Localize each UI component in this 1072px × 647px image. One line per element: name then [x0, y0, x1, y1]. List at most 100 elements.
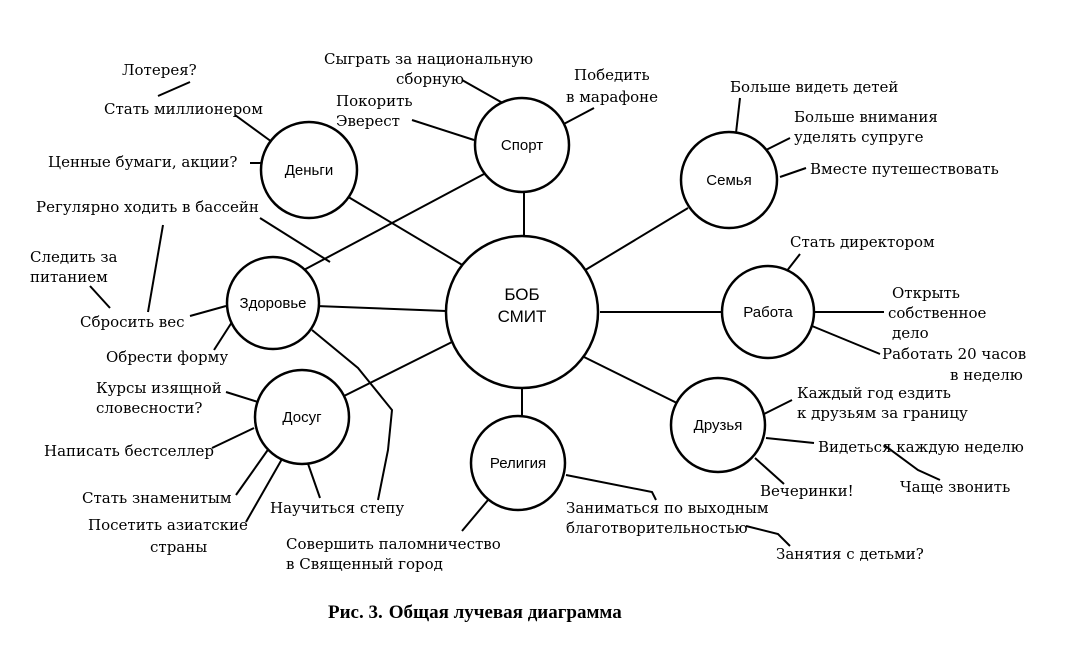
branch-parties — [754, 457, 785, 485]
branch-national-team — [461, 79, 509, 107]
label-parties: Вечеринки! — [760, 482, 854, 500]
branch-asia — [245, 451, 287, 523]
node-sport-label: Спорт — [501, 137, 543, 154]
node-health: Здоровье — [225, 255, 321, 351]
label-director: Стать директором — [790, 233, 935, 251]
label-pilgrimage-1: Совершить паломничество — [286, 535, 501, 553]
node-friends-label: Друзья — [694, 417, 743, 434]
label-nutrition-2: питанием — [30, 268, 108, 286]
label-national-team-2: сборную — [396, 70, 464, 88]
node-health-circle — [225, 255, 321, 351]
connectors — [89, 79, 941, 547]
label-nutrition-1: Следить за — [30, 248, 118, 266]
label-tap: Научиться степу — [270, 499, 404, 517]
label-charity-1: Заниматься по выходным — [566, 499, 769, 517]
label-fitness: Обрести форму — [106, 348, 228, 366]
branch-health-tap — [311, 329, 394, 501]
label-marathon-2: в марафоне — [566, 88, 658, 106]
branch-lose-weight — [189, 305, 227, 317]
branch-money-health — [259, 217, 331, 263]
label-famous: Стать знаменитым — [82, 489, 232, 507]
label-asia-1: Посетить азиатские — [88, 516, 248, 534]
label-own-business-1: Открыть — [892, 284, 960, 302]
branch-fitness — [213, 321, 233, 351]
branch-call — [883, 444, 941, 481]
label-own-business-2: собственное — [888, 304, 987, 322]
node-leisure-circle — [253, 368, 351, 466]
label-travel: Вместе путешествовать — [810, 160, 999, 178]
label-literature-2: словесности? — [96, 399, 202, 417]
branch-spouse — [765, 137, 791, 151]
branch-kids — [745, 525, 791, 547]
branch-sport-health — [299, 173, 485, 273]
node-work-label: Работа — [743, 304, 793, 321]
label-hours-2: в неделю — [950, 366, 1023, 384]
branch-travel — [779, 167, 807, 178]
branch-abroad — [763, 399, 793, 415]
branch-marathon — [559, 107, 595, 127]
label-everest-1: Покорить — [336, 92, 413, 110]
spoke-health — [315, 305, 447, 312]
node-religion-label: Религия — [490, 455, 546, 472]
node-sport-circle — [473, 96, 571, 194]
node-family: Семья — [679, 130, 779, 230]
node-health-label: Здоровье — [240, 295, 307, 312]
figure-caption-label: Рис. 3. — [328, 602, 383, 623]
label-lottery: Лотерея? — [122, 61, 197, 79]
label-own-business-3: дело — [892, 324, 929, 342]
node-family-circle — [679, 130, 779, 230]
node-religion-circle — [469, 414, 567, 512]
label-everest-2: Эверест — [336, 112, 400, 130]
center-circle — [444, 234, 600, 390]
label-abroad-2: к друзьям за границу — [797, 404, 968, 422]
node-money-circle — [259, 120, 359, 220]
branch-famous — [235, 443, 273, 496]
label-call: Чаще звонить — [900, 478, 1010, 496]
node-leisure-label: Досуг — [282, 409, 322, 426]
label-spouse-2: уделять супруге — [794, 128, 924, 146]
branch-pilgrimage — [461, 499, 489, 532]
node-religion: Религия — [469, 414, 567, 512]
label-asia-2: страны — [150, 538, 207, 556]
branch-literature — [225, 391, 259, 403]
spoke-family — [581, 207, 689, 273]
spoke-money — [344, 194, 465, 267]
branch-nutrition — [89, 285, 111, 309]
branch-children — [735, 97, 741, 134]
branch-weekly — [765, 437, 815, 444]
branch-millionaire — [234, 114, 273, 143]
label-pool: Регулярно ходить в бассейн — [36, 198, 259, 216]
label-marathon-1: Победить — [574, 66, 650, 84]
label-charity-2: благотворительностью — [566, 519, 748, 537]
label-pilgrimage-2: в Священный город — [286, 555, 443, 573]
center-label-line1: БОБ — [504, 285, 539, 304]
label-bestseller: Написать бестселлер — [44, 442, 214, 460]
branch-director — [785, 253, 801, 273]
node-money: Деньги — [259, 120, 359, 220]
branch-everest — [411, 119, 475, 141]
label-kids-activities: Занятия с детьми? — [776, 545, 924, 563]
center-label-line2: СМИТ — [498, 307, 547, 326]
label-see-children: Больше видеть детей — [730, 78, 898, 96]
node-sport: Спорт — [473, 96, 571, 194]
figure-caption: Рис. 3. Общая лучевая диаграмма — [328, 602, 622, 623]
label-lose-weight: Сбросить вес — [80, 313, 185, 331]
branch-charity — [565, 474, 657, 501]
label-spouse-1: Больше внимания — [794, 108, 938, 126]
node-friends: Друзья — [669, 376, 767, 474]
node-leisure: Досуг — [253, 368, 351, 466]
node-work: Работа — [720, 264, 816, 360]
label-national-team-1: Сыграть за национальную — [324, 50, 533, 68]
spoke-friends — [579, 354, 686, 408]
branch-lottery — [157, 81, 191, 97]
label-millionaire: Стать миллионером — [104, 100, 263, 118]
label-hours-1: Работать 20 часов — [882, 345, 1026, 363]
node-friends-circle — [669, 376, 767, 474]
label-abroad-1: Каждый год ездить — [797, 384, 951, 402]
branch-pool-health — [147, 224, 164, 313]
figure-caption-title: Общая лучевая диаграмма — [389, 602, 622, 623]
node-work-circle — [720, 264, 816, 360]
spoke-leisure — [339, 341, 453, 399]
branch-hours — [811, 325, 881, 355]
